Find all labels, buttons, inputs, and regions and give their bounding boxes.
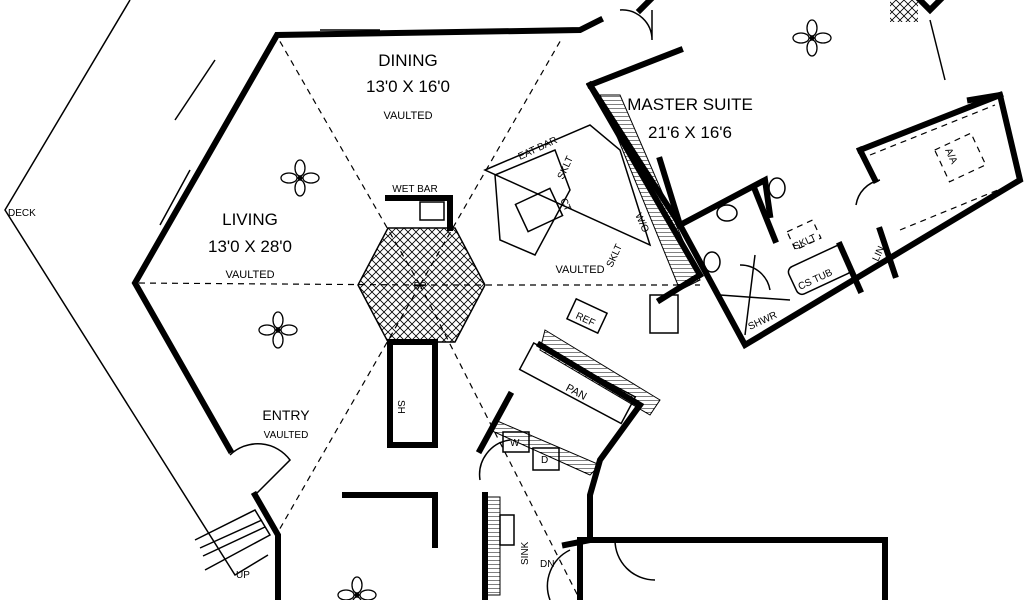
living-name: LIVING (222, 210, 278, 229)
washer-label: W (510, 438, 520, 449)
refrigerator-label: REF (574, 311, 597, 329)
deck-label: DECK (8, 208, 36, 219)
dining-note: VAULTED (383, 110, 432, 122)
cooktop-label: CT (557, 197, 573, 214)
dining-size: 13'0 X 16'0 (366, 77, 450, 96)
living-size: 13'0 X 28'0 (208, 237, 292, 256)
living-note: VAULTED (225, 269, 274, 281)
master-name: MASTER SUITE (627, 95, 753, 114)
kitchen-fixtures (483, 94, 701, 596)
wet-bar-sink (419, 201, 445, 221)
entry-note: VAULTED (264, 430, 309, 441)
skylight-label: SKLT (605, 243, 625, 270)
master-size: 21'6 X 16'6 (648, 123, 732, 142)
bath-fixtures (703, 104, 1011, 336)
dryer-label: D (541, 455, 548, 466)
ceiling-fan-icon (258, 311, 298, 349)
skylight-label: SKLT (792, 232, 819, 252)
fireplace-label: FP (414, 281, 427, 292)
doors (229, 9, 881, 600)
kitchen-note: VAULTED (555, 264, 604, 276)
attic-access-label: A/A (942, 147, 959, 167)
fireplace-hearth (357, 227, 486, 343)
ceiling-fan-icon (337, 576, 377, 600)
deck-outline (4, 0, 272, 577)
up-stairs-label: UP (236, 570, 250, 581)
master-closet-grid (890, 0, 918, 22)
dining-name: DINING (378, 51, 438, 70)
wet-bar-label: WET BAR (392, 184, 437, 195)
sink-label: SINK (520, 541, 531, 565)
ceiling-fan-icon (280, 159, 320, 197)
down-stairs-label: DN (540, 559, 554, 570)
shelves-label: SH (395, 400, 406, 414)
windows (159, 19, 946, 393)
ceiling-fan-icon (792, 19, 832, 57)
eat-bar-label: EAT BAR (517, 135, 560, 163)
wall-oven-label: W/O (632, 212, 651, 235)
entry-name: ENTRY (262, 407, 310, 423)
